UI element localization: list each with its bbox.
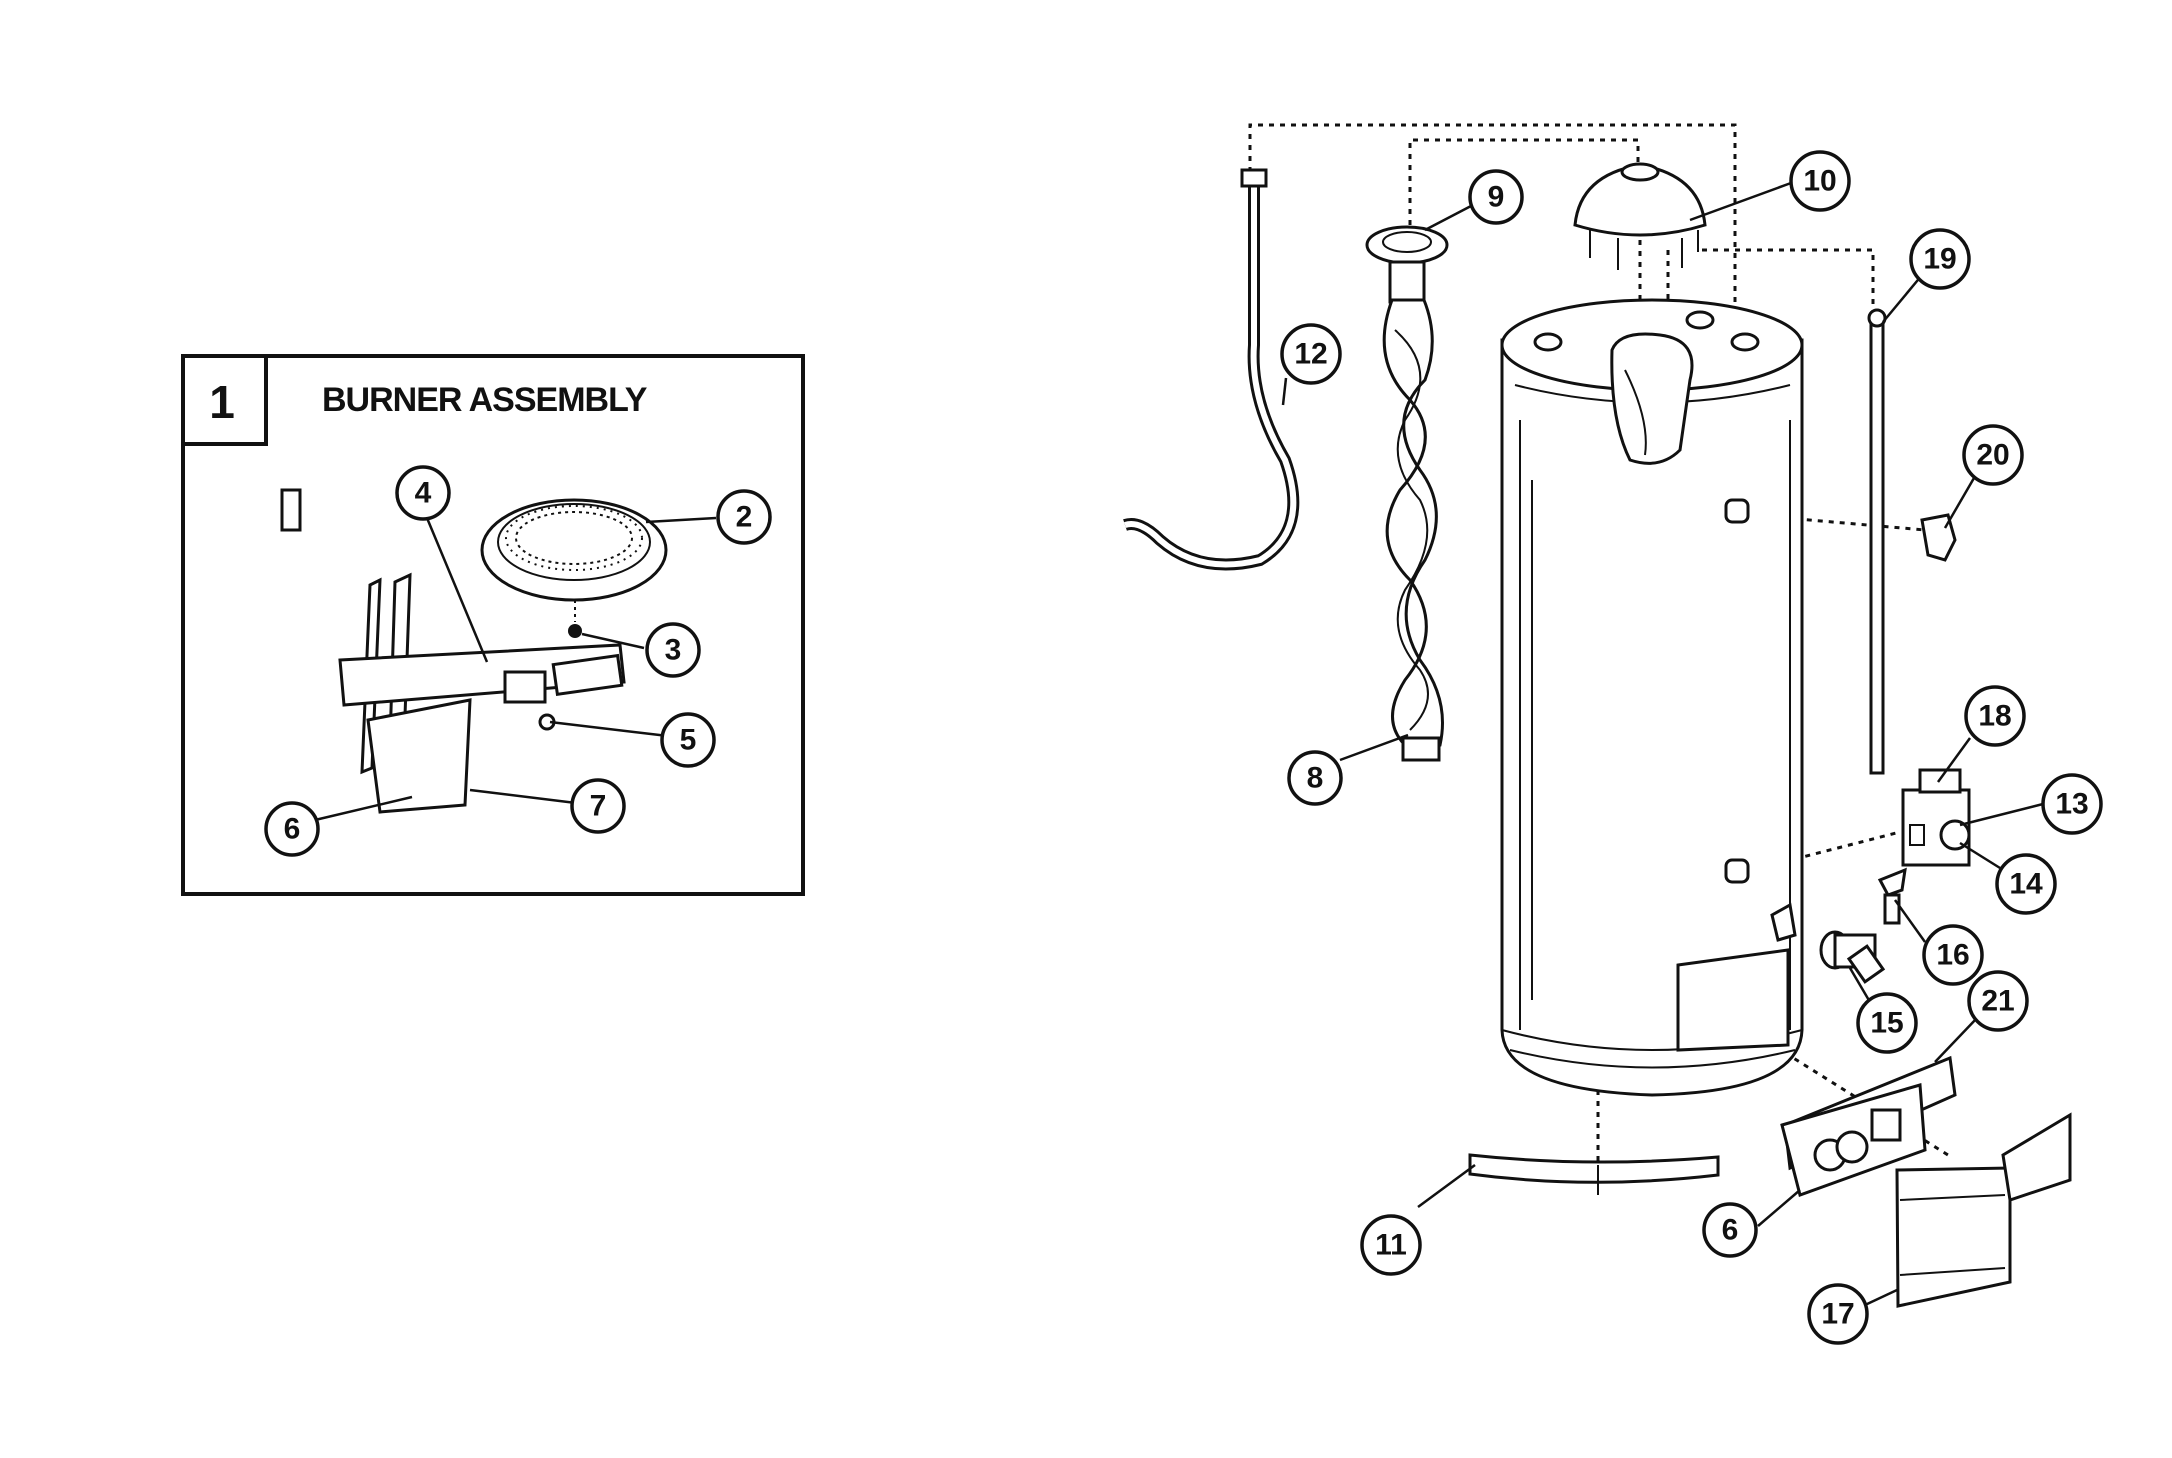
- part-19-rod: [1867, 308, 1887, 775]
- svg-text:19: 19: [1923, 243, 1956, 276]
- svg-text:21: 21: [1981, 985, 2014, 1018]
- part-17-bracket: [1895, 1112, 2072, 1308]
- main-exploded-view: 8 9 10 11 12 13 14 15 16 17 18 19 20 21 …: [1123, 123, 2103, 1345]
- callout-14: 14: [1995, 853, 2057, 915]
- callout-16: 16: [1922, 924, 1984, 986]
- svg-text:18: 18: [1978, 700, 2011, 733]
- callout-7: 7: [570, 778, 626, 834]
- burner-assembly-inset: 1 BURNER ASSEMBLY: [181, 354, 805, 896]
- part-15-drain-valve: [1819, 930, 1886, 984]
- callout-10: 10: [1789, 150, 1851, 212]
- callout-9: 9: [1468, 169, 1524, 225]
- part-9-flue-cap: [1365, 225, 1449, 304]
- svg-text:8: 8: [1307, 762, 1324, 795]
- callout-20: 20: [1962, 424, 2024, 486]
- svg-text:14: 14: [2009, 868, 2043, 901]
- callout-21: 21: [1967, 970, 2029, 1032]
- svg-text:6: 6: [1722, 1214, 1739, 1247]
- callout-15: 15: [1856, 992, 1918, 1054]
- inset-number-box: [181, 354, 268, 446]
- svg-text:12: 12: [1294, 338, 1327, 371]
- svg-text:10: 10: [1803, 165, 1836, 198]
- part-6-door: [1780, 1083, 1927, 1197]
- svg-text:7: 7: [590, 790, 607, 823]
- svg-text:20: 20: [1976, 439, 2009, 472]
- svg-text:4: 4: [415, 477, 432, 510]
- svg-text:16: 16: [1936, 939, 1969, 972]
- svg-text:15: 15: [1870, 1007, 1903, 1040]
- callout-19: 19: [1909, 228, 1971, 290]
- callout-2: 2: [716, 489, 772, 545]
- callout-17: 17: [1807, 1283, 1869, 1345]
- callout-13: 13: [2041, 773, 2103, 835]
- svg-text:17: 17: [1821, 1298, 1854, 1331]
- callout-12: 12: [1280, 323, 1342, 385]
- callout-3: 3: [645, 622, 701, 678]
- callout-5: 5: [660, 712, 716, 768]
- callout-4: 4: [395, 465, 451, 521]
- svg-text:9: 9: [1488, 181, 1505, 214]
- callout-18: 18: [1964, 685, 2026, 747]
- part-16-relief-valve: [1877, 867, 1907, 925]
- callout-6-inset: 6: [264, 801, 320, 857]
- part-8-flue-baffle: [1382, 298, 1444, 762]
- callout-8: 8: [1287, 750, 1343, 806]
- svg-text:3: 3: [665, 634, 682, 667]
- inset-frame: [181, 354, 805, 896]
- svg-text:13: 13: [2055, 788, 2088, 821]
- svg-text:11: 11: [1375, 1229, 1407, 1262]
- inset-number: 1: [209, 376, 235, 428]
- part-13-gas-valve: [1901, 768, 1971, 867]
- part-12-tube: [1123, 168, 1300, 571]
- svg-text:5: 5: [680, 724, 697, 757]
- burner-parts-drawing: [280, 488, 668, 814]
- callout-11: 11: [1360, 1214, 1422, 1276]
- callout-6-main: 6: [1702, 1202, 1758, 1258]
- svg-text:6: 6: [284, 813, 301, 846]
- part-10-cap: [1573, 162, 1707, 270]
- tank-drawing: [1500, 298, 1804, 1097]
- part-11-strap: [1468, 1153, 1720, 1195]
- inset-title: BURNER ASSEMBLY: [322, 381, 648, 419]
- svg-text:2: 2: [736, 501, 753, 534]
